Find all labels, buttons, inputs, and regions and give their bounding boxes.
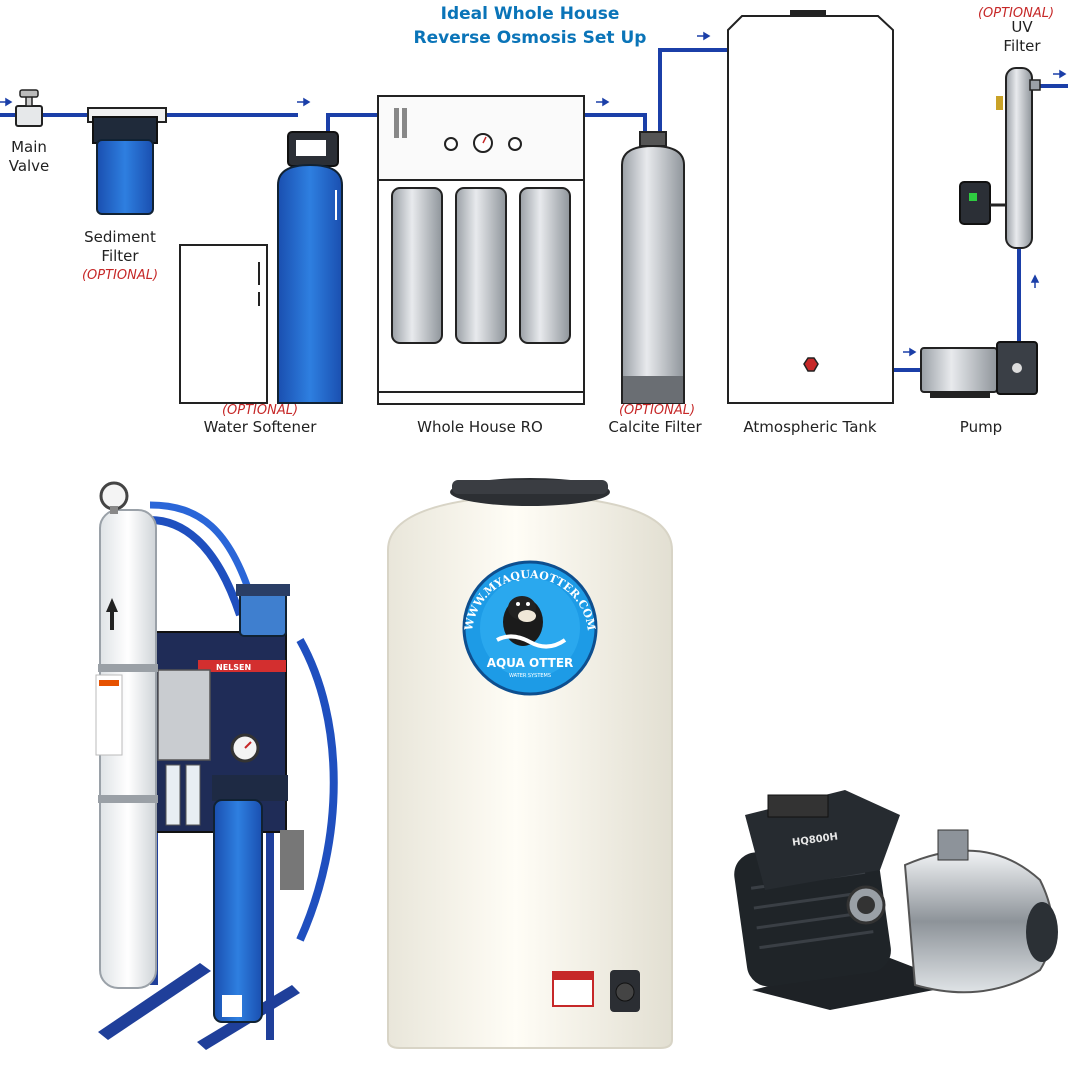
diagram-title: Ideal Whole House Reverse Osmosis Set Up [380,2,680,50]
storage-tank-photo [387,478,673,1049]
otter-icon [496,596,567,649]
flow-arrows [0,31,1067,357]
calcite-filter-label: Calcite Filter [608,418,702,436]
logo-brand: AQUA OTTER [487,656,574,670]
brine-tank [179,244,268,404]
uv-optional-label: (OPTIONAL) [977,6,1055,21]
atmospheric-tank-label: Atmospheric Tank [743,418,877,436]
uv-filter-label-line-2: Filter [1003,37,1041,55]
arrow-right-icon [903,347,917,357]
sediment-filter-label-line-2: Filter [101,247,139,265]
valve-icon [15,89,43,127]
diagram-title-line-2: Reverse Osmosis Set Up [413,28,647,48]
arrow-right-icon [596,97,610,107]
arrow-right-icon [1053,69,1067,79]
main-valve-label: Main Valve [4,138,54,176]
diagram-title-line-1: Ideal Whole House [440,4,620,24]
water-softener-label: Water Softener [203,418,317,436]
whole-house-ro-label: Whole House RO [417,418,543,436]
ro-unit-photo: NELSEN [95,481,338,1050]
uv-filter-label-line-1: UV [1011,18,1033,36]
arrow-up-icon [1030,274,1040,288]
uv-filter-label: UV Filter [982,18,1062,56]
pipe-network [0,48,1068,372]
softener-optional-label: (OPTIONAL) [221,403,299,418]
sediment-filter-label-line-1: Sediment [84,228,156,246]
calcite-filter [621,131,685,404]
arrow-right-icon [0,97,13,107]
uv-filter [959,67,1041,249]
main-valve-label-line-2: Valve [8,157,50,175]
sediment-filter-label: Sediment Filter [70,228,170,266]
arrow-right-icon [697,31,711,41]
aqua-otter-logo: WWW.MYAQUAOTTER.COM AQUA OTTER WATER SYS… [462,560,598,696]
ro-brand-label: NELSEN [216,663,251,672]
pump-label: Pump [959,418,1003,436]
calcite-optional-label: (OPTIONAL) [618,403,696,418]
pump-diagram [920,341,1038,398]
arrow-right-icon [297,97,311,107]
booster-pump-photo: HQ800H [734,790,1058,1010]
sediment-filter [87,107,167,215]
water-softener [277,131,343,404]
logo-sub: WATER SYSTEMS [509,673,551,679]
main-valve-label-line-1: Main [11,138,47,156]
atmospheric-tank [727,10,894,404]
whole-house-ro [377,95,585,405]
sediment-optional-label: (OPTIONAL) [81,268,159,283]
main-valve [15,89,43,127]
